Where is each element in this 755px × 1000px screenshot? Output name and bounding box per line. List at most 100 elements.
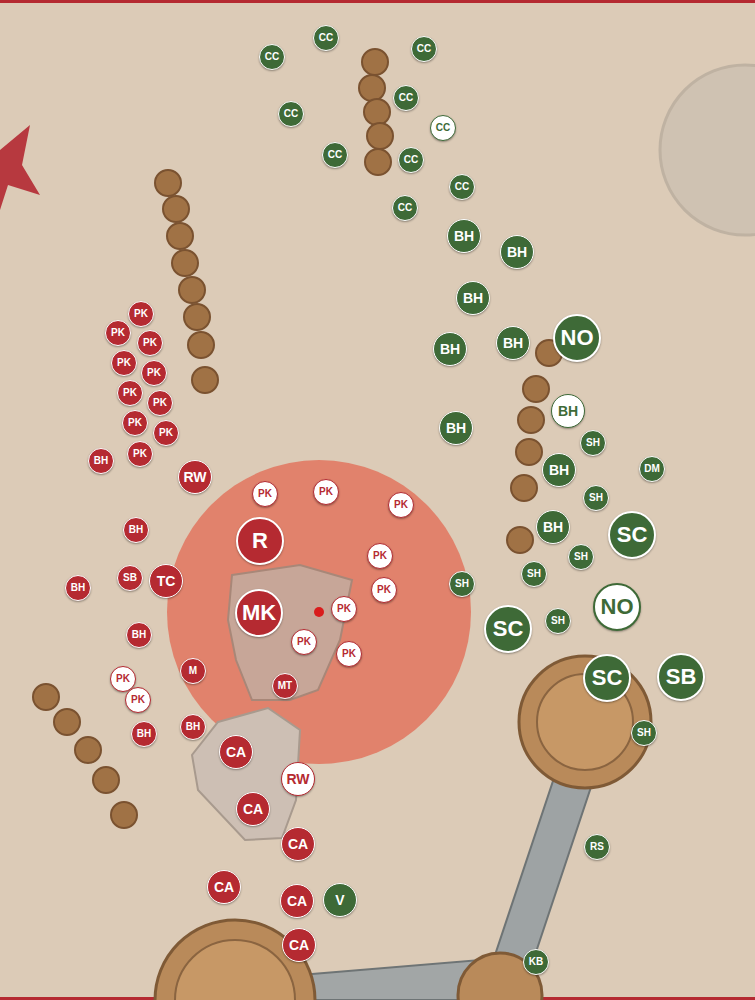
unit-code: SH [455, 579, 469, 589]
unit-marker: RW [178, 460, 212, 494]
hedge-bush [33, 684, 59, 710]
unit-code: PK [111, 328, 125, 338]
unit-code: CC [455, 182, 469, 192]
hedge-bush [364, 99, 390, 125]
hedge-bush [188, 332, 214, 358]
unit-code: SC [617, 524, 648, 546]
unit-marker: BH [542, 453, 576, 487]
unit-code: PK [147, 368, 161, 378]
hedge-bush [365, 149, 391, 175]
unit-code: CC [404, 155, 418, 165]
unit-marker: BH [433, 332, 467, 366]
unit-code: SH [589, 493, 603, 503]
unit-code: PK [377, 585, 391, 595]
pipe [485, 760, 600, 985]
unit-marker: BH [65, 575, 91, 601]
unit-code: BH [137, 729, 151, 739]
unit-marker: PK [252, 481, 278, 507]
hedge-bush [155, 170, 181, 196]
unit-marker: PK [141, 360, 167, 386]
unit-code: CA [288, 837, 308, 851]
unit-code: PK [134, 309, 148, 319]
unit-code: CC [399, 93, 413, 103]
unit-code: BH [454, 229, 474, 243]
unit-marker: SH [583, 485, 609, 511]
unit-code: PK [258, 489, 272, 499]
unit-code: SH [551, 616, 565, 626]
unit-marker: BH [447, 219, 481, 253]
unit-marker: SC [583, 654, 631, 702]
unit-code: BH [558, 404, 578, 418]
unit-code: R [252, 530, 268, 552]
unit-marker: PK [137, 330, 163, 356]
hedge-bush [93, 767, 119, 793]
unit-marker: CC [393, 85, 419, 111]
unit-code: PK [123, 388, 137, 398]
unit-marker: CA [236, 792, 270, 826]
unit-marker: BH [551, 394, 585, 428]
stone-patch [660, 65, 755, 235]
hedge-bush [172, 250, 198, 276]
hedge-bush [184, 304, 210, 330]
hedge-bush [367, 123, 393, 149]
unit-code: CC [398, 203, 412, 213]
unit-code: BH [440, 342, 460, 356]
unit-marker: CC [392, 195, 418, 221]
centre-dot [314, 607, 324, 617]
unit-marker: CA [219, 735, 253, 769]
unit-code: BH [446, 421, 466, 435]
unit-code: CA [287, 894, 307, 908]
rock [228, 565, 352, 700]
unit-code: V [335, 893, 344, 907]
unit-marker: BH [88, 448, 114, 474]
unit-marker: CC [411, 36, 437, 62]
unit-marker: CC [430, 115, 456, 141]
unit-code: KB [529, 957, 543, 967]
unit-marker: PK [147, 390, 173, 416]
unit-marker: PK [331, 596, 357, 622]
unit-code: MK [242, 602, 276, 624]
unit-marker: CC [322, 142, 348, 168]
unit-marker: V [323, 883, 357, 917]
hedge-bush [523, 376, 549, 402]
unit-code: CC [319, 33, 333, 43]
unit-marker: CC [259, 44, 285, 70]
unit-marker: SH [580, 430, 606, 456]
unit-code: CA [226, 745, 246, 759]
unit-marker: PK [153, 420, 179, 446]
unit-marker: SB [657, 653, 705, 701]
unit-marker: BH [500, 235, 534, 269]
unit-marker: CC [449, 174, 475, 200]
unit-marker: SH [545, 608, 571, 634]
hedge-bush [516, 439, 542, 465]
unit-marker: MT [272, 673, 298, 699]
unit-code: SH [586, 438, 600, 448]
unit-marker: CA [280, 884, 314, 918]
unit-marker: BH [496, 326, 530, 360]
unit-marker: M [180, 658, 206, 684]
unit-marker: BH [536, 510, 570, 544]
unit-code: PK [373, 551, 387, 561]
unit-marker: PK [117, 380, 143, 406]
unit-code: CC [436, 123, 450, 133]
unit-code: CA [289, 938, 309, 952]
unit-marker: SH [521, 561, 547, 587]
zone [167, 460, 471, 764]
unit-code: BH [129, 525, 143, 535]
hedge-bush [192, 367, 218, 393]
unit-marker: PK [336, 641, 362, 667]
unit-marker: BH [180, 714, 206, 740]
unit-marker: PK [111, 350, 137, 376]
unit-code: CA [243, 802, 263, 816]
unit-code: CC [284, 109, 298, 119]
unit-marker: CC [398, 147, 424, 173]
unit-marker: PK [371, 577, 397, 603]
unit-marker: MK [235, 589, 283, 637]
unit-code: PK [116, 674, 130, 684]
unit-marker: PK [388, 492, 414, 518]
unit-marker: CC [278, 101, 304, 127]
unit-code: SH [527, 569, 541, 579]
unit-code: BH [71, 583, 85, 593]
unit-marker: RW [281, 762, 315, 796]
unit-code: SH [637, 728, 651, 738]
